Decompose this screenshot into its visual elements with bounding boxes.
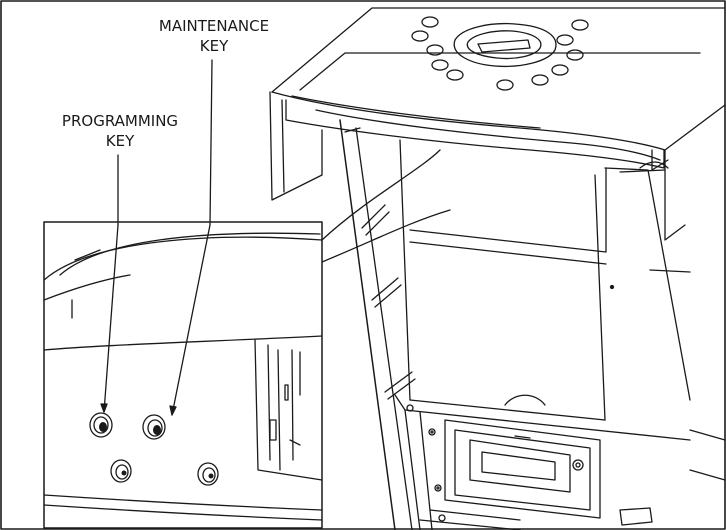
panel-button-oval: [446, 69, 464, 81]
panel-buttons: [411, 16, 589, 91]
panel-top-edge: [271, 7, 726, 93]
programming-leader-line-inset: [103, 224, 119, 413]
maintenance-leader-line: [209, 59, 213, 226]
left-cover-flap: [269, 91, 323, 201]
zoom-callout-connector: [321, 149, 451, 263]
panel-button-oval: [566, 49, 584, 61]
inset-frame: [43, 221, 323, 529]
panel-button-oval: [551, 64, 569, 76]
maintenance-leader-line-inset: [171, 224, 211, 416]
panel-button-oval: [421, 16, 439, 28]
maintenance-key-button: [142, 414, 166, 440]
panel-button-oval: [556, 34, 574, 46]
lower-board: [394, 394, 726, 530]
display-window: [453, 22, 557, 68]
leader-lines: [100, 59, 213, 416]
panel-button-oval: [571, 19, 589, 31]
lower-screws: [110, 459, 219, 486]
maintenance-key-label-line1: MAINTENANCE: [159, 17, 269, 35]
maintenance-key-label-line2: KEY: [200, 37, 229, 55]
panel-button-oval: [431, 59, 449, 71]
panel-button-oval: [426, 44, 444, 56]
panel-button-oval: [411, 30, 429, 42]
programming-key-label-line2: KEY: [106, 132, 135, 150]
programming-key-button: [89, 412, 113, 438]
board-window: [469, 439, 571, 493]
detail-inset: [43, 221, 323, 529]
panel-button-oval: [531, 74, 549, 86]
panel-button-oval: [496, 79, 514, 91]
device-housing: [269, 7, 726, 530]
programming-key-label-line1: PROGRAMMING: [62, 112, 178, 130]
